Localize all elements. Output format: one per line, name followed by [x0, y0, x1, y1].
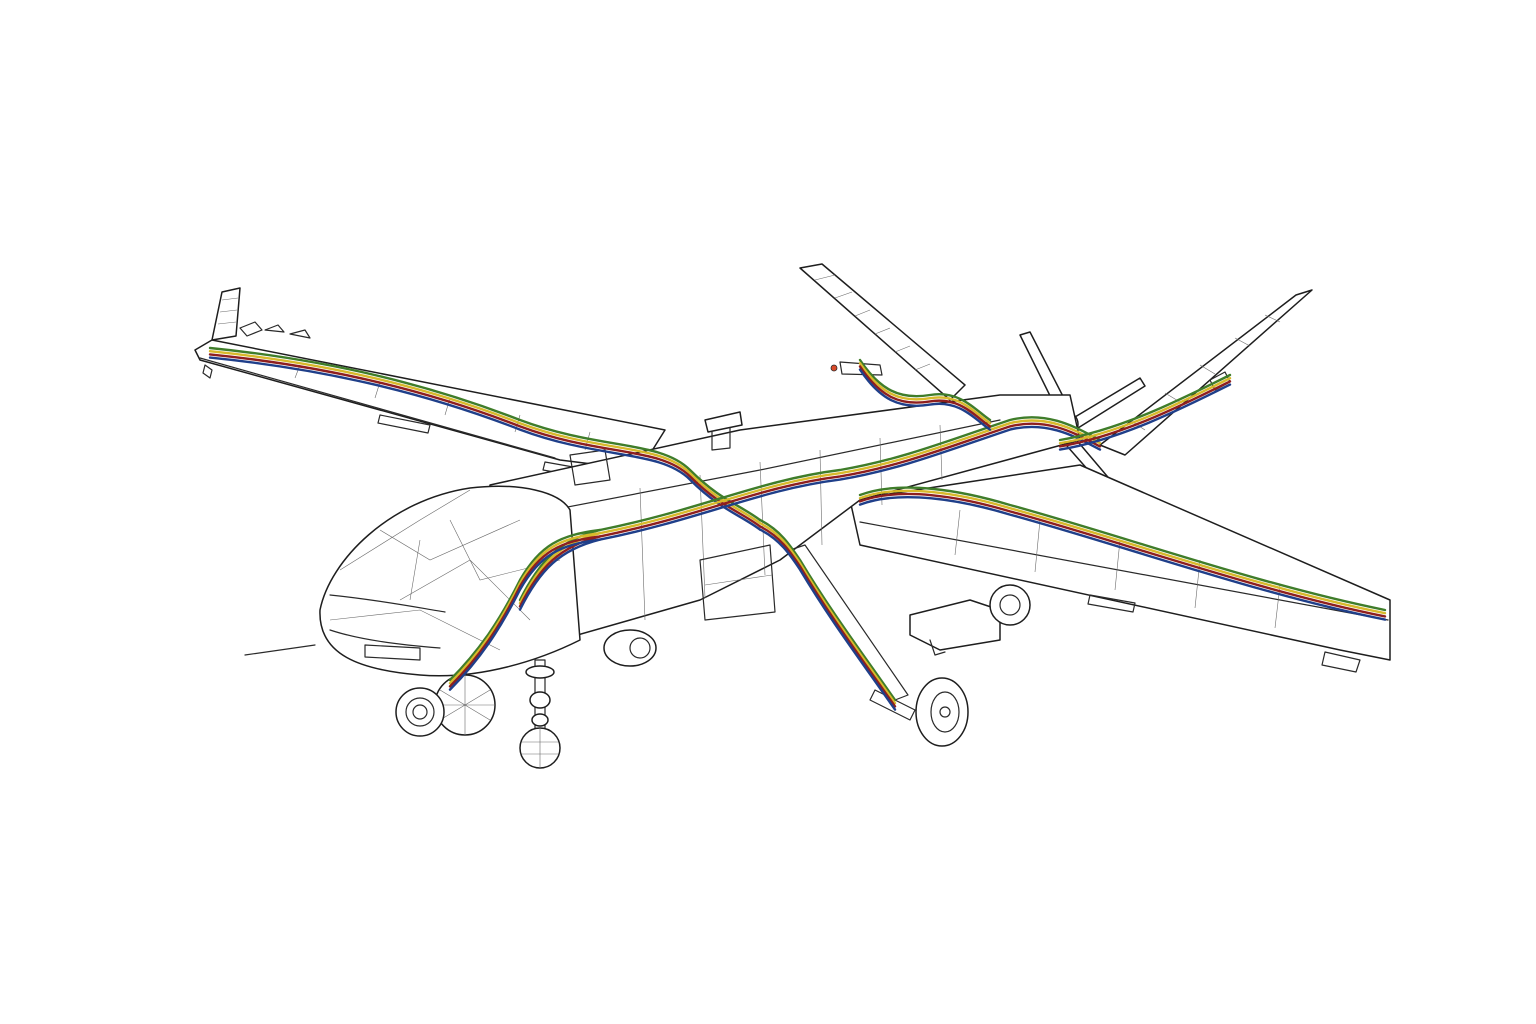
nose-landing-gear [519, 659, 561, 769]
wire-green-5 [1058, 373, 1232, 442]
wire-green-4 [758, 518, 897, 702]
underside-pods [603, 584, 1031, 667]
wire-red-2 [858, 365, 992, 428]
wire-red-3 [858, 492, 1387, 618]
wire-green-6 [448, 528, 602, 682]
wire-blue-1 [518, 425, 1102, 611]
wire-blue-6 [448, 538, 602, 691]
wire-green-0 [208, 346, 762, 522]
wire-red-5 [1058, 380, 1232, 448]
right-wing [849, 464, 1391, 673]
wire-red-0 [208, 353, 762, 528]
nose-dome [244, 485, 581, 677]
wire-green-3 [858, 486, 1387, 612]
wire-blue-3 [858, 496, 1387, 621]
wire-blue-4 [758, 528, 897, 711]
wire-red-6 [448, 535, 602, 688]
wire-red-4 [758, 525, 897, 708]
wire-yellow-2 [858, 362, 992, 425]
wire-yellow-6 [448, 532, 602, 685]
wire-yellow-4 [758, 522, 897, 705]
wire-green-2 [858, 358, 992, 422]
wire-blue-2 [858, 368, 992, 431]
wiring-harness [208, 346, 1387, 711]
sensor-tip-icon [830, 364, 838, 372]
left-winglet [202, 287, 311, 379]
wire-yellow-5 [1058, 377, 1232, 445]
wire-blue-5 [1058, 383, 1232, 451]
sensor-turret [395, 674, 496, 737]
dorsal-antenna [569, 411, 743, 486]
wire-yellow-0 [208, 350, 762, 525]
tail-fin-left [799, 263, 966, 401]
wire-yellow-3 [858, 489, 1387, 615]
